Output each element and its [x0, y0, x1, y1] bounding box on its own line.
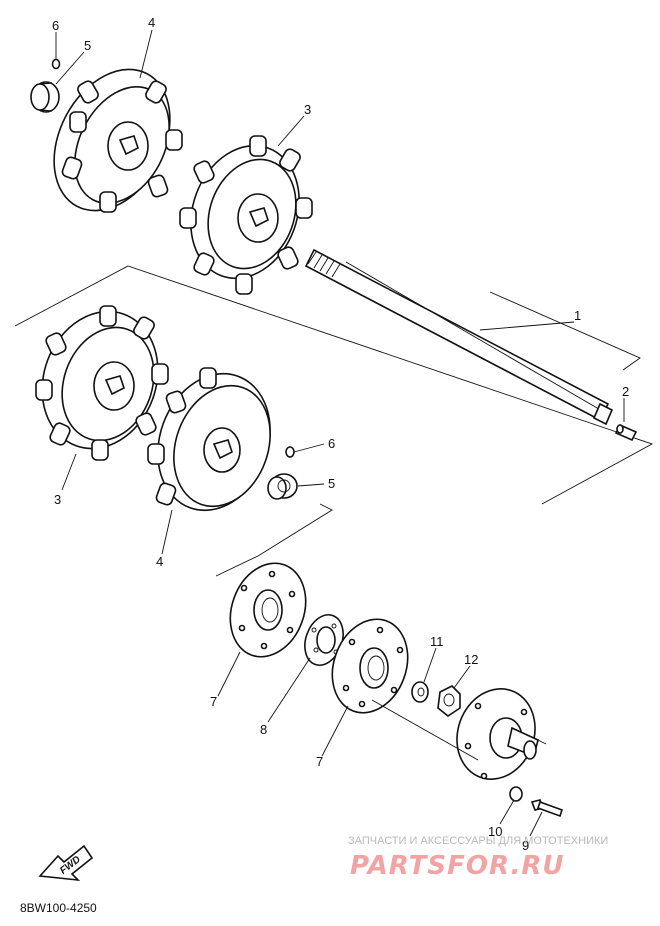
callout-4-lower: 4: [156, 554, 163, 569]
callout-6-lower: 6: [328, 436, 335, 451]
drive-shaft: [304, 248, 614, 426]
collar-lower: [267, 473, 298, 500]
bracket-sprocket-set: [215, 503, 333, 577]
callout-2: 2: [622, 384, 629, 399]
plug-bolt: [614, 423, 638, 442]
callout-1: 1: [574, 308, 581, 323]
collar-upper: [30, 81, 60, 113]
circlip-lower: [285, 446, 295, 458]
callout-5-upper: 5: [84, 38, 91, 53]
callout-11: 11: [430, 634, 444, 649]
bracket-shaft: [14, 265, 654, 505]
fwd-arrow-icon: FWD: [38, 844, 94, 882]
watermark-brand: PARTSFOR.RU: [350, 851, 564, 881]
sprocket-lower: [35, 305, 169, 461]
callout-6-upper: 6: [52, 18, 59, 33]
bearing: [304, 614, 344, 666]
callout-9: 9: [522, 838, 529, 853]
lock-washer: [509, 786, 523, 802]
bearing-housing-lower: [331, 618, 409, 714]
flange-bolt: [530, 799, 564, 818]
callout-7-upper: 7: [210, 694, 217, 709]
callout-8: 8: [260, 722, 267, 737]
diagram-code: 8BW100-4250: [20, 901, 97, 915]
callout-7-lower: 7: [316, 754, 323, 769]
sprocket-wheel-upper: [53, 68, 183, 213]
callout-4-upper: 4: [148, 15, 155, 30]
washer: [411, 681, 429, 703]
sprocket-upper: [179, 135, 313, 295]
callout-3-upper: 3: [304, 102, 311, 117]
watermark-tagline: ЗАПЧАСТИ И АКСЕССУАРЫ ДЛЯ МОТОТЕХНИКИ: [348, 835, 608, 847]
callout-12: 12: [464, 652, 478, 667]
sprocket-wheel-lower: [147, 367, 271, 512]
callout-10: 10: [488, 824, 502, 839]
bearing-housing-upper: [229, 562, 307, 658]
hex-nut: [437, 685, 461, 717]
callout-3-lower: 3: [54, 492, 61, 507]
callout-5-lower: 5: [328, 476, 335, 491]
bracket-bearing-set: [489, 291, 641, 371]
circlip-upper: [51, 58, 61, 70]
flange-hub: [456, 688, 547, 780]
